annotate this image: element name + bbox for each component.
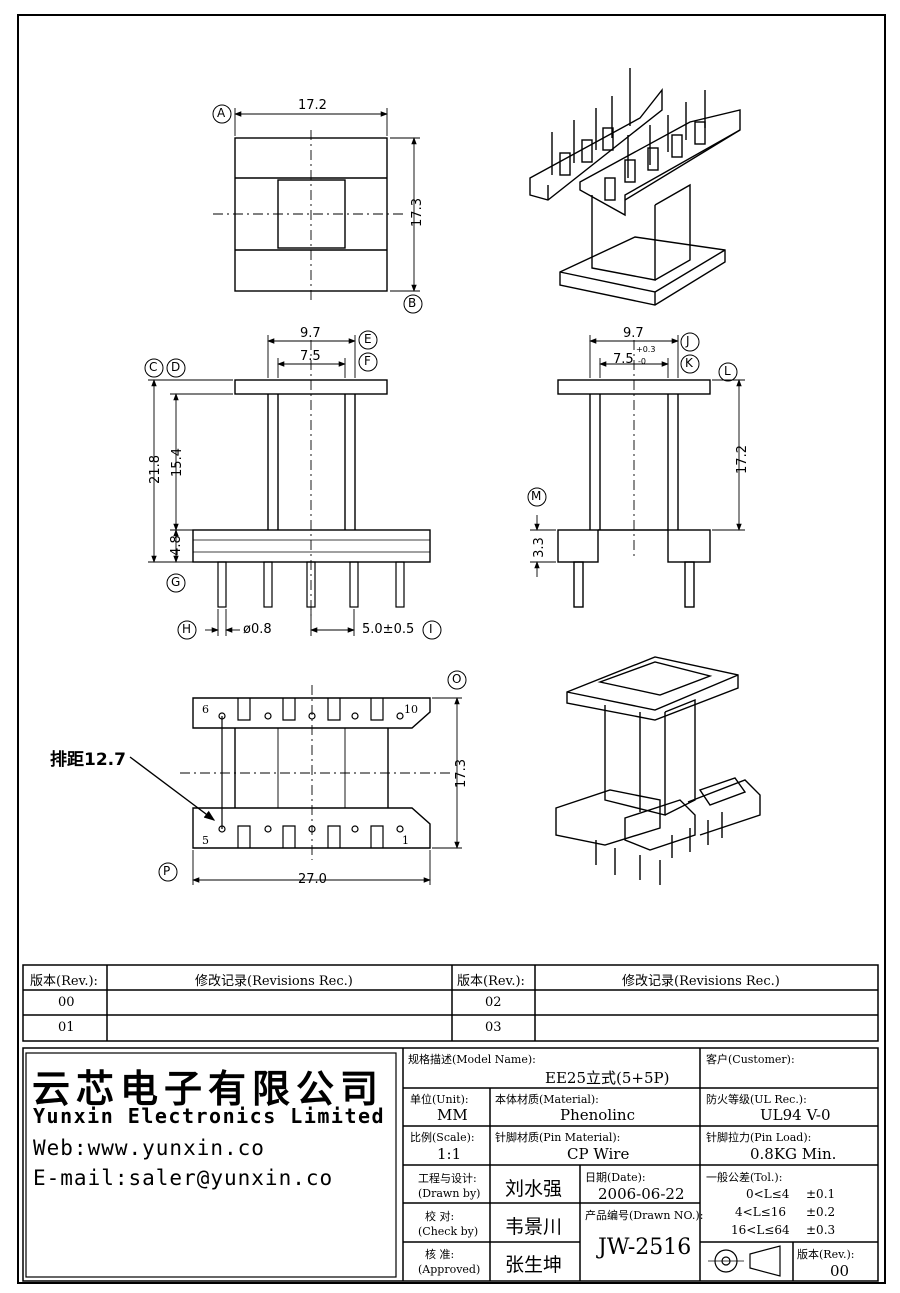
marker-j: J [686,334,690,348]
dim-side-inner: 7.5 [613,352,634,367]
top-view [213,108,420,300]
rev-row-00: 00 [58,995,75,1010]
date-value: 2006-06-22 [598,1185,685,1203]
ul-value: UL94 V-0 [760,1106,831,1124]
tolerance-value-1: ±0.1 [806,1187,836,1201]
drawn-by-label-en: (Drawn by) [418,1187,481,1200]
tolerance-range-1: 0<L≤4 [746,1187,790,1201]
dim-bottom-height: 17.3 [453,759,469,788]
bottom-view [129,685,462,885]
row-pitch-label: 排距12.7 [50,750,126,770]
customer-label: 客户(Customer): [706,1053,795,1066]
rev-header-left: 版本(Rev.): [30,974,98,989]
rev-label: 版本(Rev.): [797,1248,855,1261]
projection-symbol-icon [708,1245,781,1277]
dim-side-tol-hi: +0.3 [636,345,656,354]
model-value: EE25立式(5+5P) [545,1069,670,1087]
iso-view-bottom [555,656,761,885]
marker-l: L [724,364,731,378]
rev-value: 00 [830,1262,850,1280]
company-web: Web:www.yunxin.co [33,1136,265,1160]
marker-circles [144,104,738,882]
marker-h: H [182,622,192,636]
unit-value: MM [437,1106,468,1124]
rev-row-03: 03 [485,1020,502,1035]
sheet-border [17,14,886,1284]
marker-k: K [685,356,693,370]
dim-side-base: 3.3 [531,537,547,558]
drawn-by-label-cn: 工程与设计: [418,1172,477,1185]
tolerance-range-2: 4<L≤16 [735,1205,786,1219]
pin-number-5: 5 [202,834,209,847]
approved-label-cn: 核 准: [425,1248,455,1261]
rev-row-02: 02 [485,995,502,1010]
unit-label: 单位(Unit): [410,1093,469,1106]
revision-table-grid [22,964,879,1042]
front-view [148,335,431,636]
dim-front-inner: 7.5 [300,349,321,364]
dim-front-body: 15.4 [169,448,185,477]
rec-header-left: 修改记录(Revisions Rec.) [195,974,353,989]
company-name-cn: 云芯电子有限公司 [32,1067,385,1111]
drawn-no-value: JW-2516 [598,1235,692,1260]
dim-front-base: 4.8 [168,535,184,556]
check-by-label-en: (Check by) [418,1225,479,1238]
drawn-by-value: 刘水强 [505,1178,563,1200]
scale-label: 比例(Scale): [410,1131,475,1144]
marker-e: E [364,332,372,346]
material-label: 本体材质(Material): [495,1093,599,1106]
pin-material-label: 针脚材质(Pin Material): [495,1131,621,1144]
rec-header-right: 修改记录(Revisions Rec.) [622,974,780,989]
pin-load-value: 0.8KG Min. [750,1145,837,1163]
dim-front-outer: 9.7 [300,326,321,341]
model-label: 规格描述(Model Name): [408,1053,536,1066]
company-name-en: Yunxin Electronics Limited [33,1104,386,1128]
dim-bottom-width: 27.0 [298,872,327,887]
marker-f: F [364,354,371,368]
tolerance-value-2: ±0.2 [806,1205,836,1219]
company-email: E-mail:saler@yunxin.co [33,1166,334,1190]
tolerance-label: 一般公差(Tol.): [706,1171,783,1184]
dim-side-height: 17.2 [734,445,750,474]
check-by-label-cn: 校 对: [425,1210,455,1223]
pin-number-10: 10 [404,703,418,716]
marker-b: B [408,296,417,310]
pin-load-label: 针脚拉力(Pin Load): [706,1131,812,1144]
scale-value: 1:1 [437,1145,462,1163]
iso-view-top [529,68,741,306]
marker-d: D [171,360,181,374]
marker-g: G [171,575,181,589]
material-value: Phenolinc [560,1106,635,1124]
side-view [530,335,745,608]
title-block-grid [22,1047,879,1282]
marker-i: I [429,622,433,636]
dim-pin-dia: ø0.8 [243,622,272,637]
marker-o: O [452,672,462,686]
marker-p: P [163,864,171,878]
pin-material-value: CP Wire [567,1145,630,1163]
check-by-value: 韦景川 [505,1216,563,1238]
rev-row-01: 01 [58,1020,75,1035]
dim-top-width: 17.2 [298,98,327,113]
tolerance-value-3: ±0.3 [806,1223,836,1237]
drawn-no-label: 产品编号(Drawn NO.): [585,1209,704,1222]
pin-number-1: 1 [402,834,409,847]
dim-side-outer: 9.7 [623,326,644,341]
dim-pin-pitch: 5.0±0.5 [362,622,415,637]
date-label: 日期(Date): [585,1171,646,1184]
marker-m: M [531,489,542,503]
ul-label: 防火等级(UL Rec.): [706,1093,807,1106]
dim-top-height: 17.3 [409,198,425,227]
dim-side-tol-lo: -0 [638,357,646,366]
approved-value: 张生坤 [505,1254,563,1276]
approved-label-en: (Approved) [418,1263,481,1276]
dim-front-total: 21.8 [147,455,163,484]
pin-number-6: 6 [202,703,209,716]
marker-a: A [217,106,226,120]
marker-c: C [149,360,158,374]
tolerance-range-3: 16<L≤64 [731,1223,790,1237]
rev-header-right: 版本(Rev.): [457,974,525,989]
